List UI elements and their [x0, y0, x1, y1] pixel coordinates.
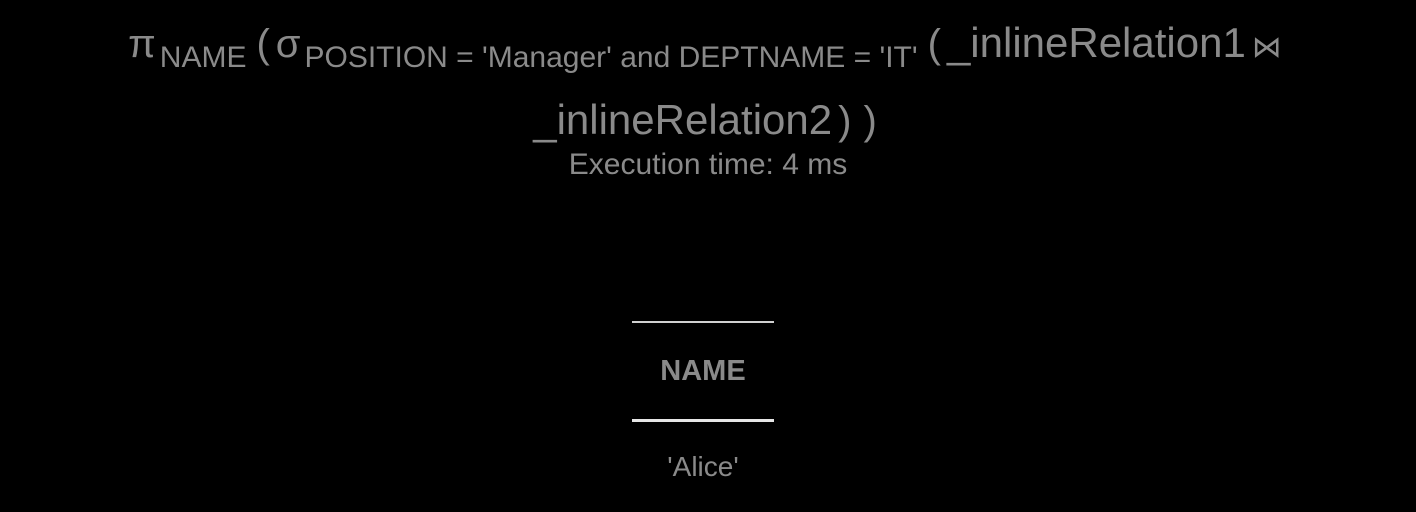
open-paren-2: (: [928, 22, 941, 66]
open-paren-1: (: [256, 22, 269, 66]
natural-join-icon: ⋈: [1252, 31, 1282, 64]
relation-2: _inlineRelation2: [533, 96, 832, 143]
table-cell: 'Alice': [632, 421, 774, 512]
selection-condition: POSITION = 'Manager' and DEPTNAME = 'IT': [304, 41, 917, 74]
projection-symbol: π: [128, 22, 156, 66]
table-header-row: NAME: [632, 322, 774, 421]
relation-1: _inlineRelation1: [947, 19, 1246, 66]
result-table: NAME 'Alice': [632, 321, 774, 512]
close-paren-2: ): [863, 99, 876, 143]
projection-attribute: NAME: [160, 41, 247, 74]
column-header-name: NAME: [632, 322, 774, 421]
execution-time: Execution time: 4 ms: [0, 148, 1416, 182]
close-paren-1: ): [838, 99, 851, 143]
selection-symbol: σ: [276, 22, 301, 66]
table-row: 'Alice': [632, 421, 774, 512]
